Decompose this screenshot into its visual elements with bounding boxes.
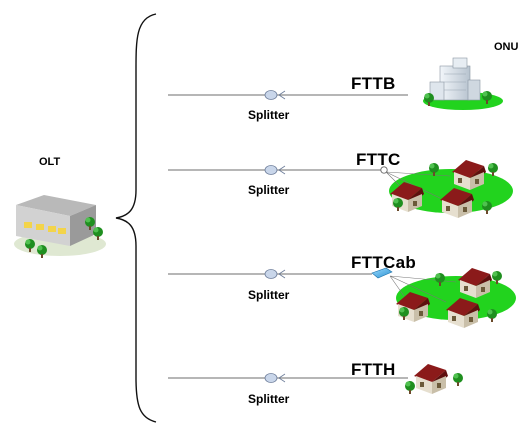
fttc-label: FTTC (356, 150, 401, 169)
single-house-icon (405, 364, 463, 394)
fttc-branch (168, 160, 513, 218)
house-cluster-icon (380, 160, 513, 218)
fttcab-branch (168, 267, 516, 328)
olt-label: OLT (39, 156, 61, 168)
splitter-label: Splitter (248, 108, 290, 122)
fttb-label: FTTB (351, 74, 396, 93)
olt-building-icon (14, 195, 106, 258)
fttcab-label: FTTCab (351, 253, 417, 272)
office-building-icon (423, 57, 503, 110)
house-cluster-icon (371, 267, 516, 328)
splitter-icon (264, 373, 278, 383)
ftth-label: FTTH (351, 360, 396, 379)
fttb-branch (168, 57, 503, 110)
ftth-branch (168, 364, 463, 394)
splitter-icon (264, 90, 278, 100)
curb-node (380, 166, 388, 174)
onu-label: ONU (494, 41, 519, 53)
splitter-icon (264, 165, 278, 175)
splitter-label: Splitter (248, 392, 290, 406)
cabinet-icon (371, 267, 393, 279)
splitter-label: Splitter (248, 183, 290, 197)
brace (115, 13, 157, 423)
splitter-label: Splitter (248, 288, 290, 302)
splitter-icon (264, 269, 278, 279)
